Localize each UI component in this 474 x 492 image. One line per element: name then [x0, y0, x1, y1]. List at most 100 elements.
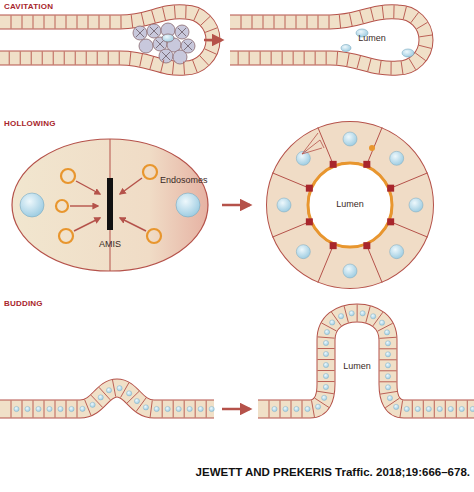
nucleus — [385, 385, 390, 390]
junction — [387, 218, 394, 225]
cell-divider — [291, 401, 292, 418]
cell-divider — [161, 60, 164, 73]
cell-divider — [97, 52, 98, 65]
cell-divider — [33, 401, 34, 418]
cell-divider — [329, 16, 330, 29]
nucleus — [390, 151, 404, 165]
junction — [330, 161, 337, 168]
nucleus — [106, 388, 111, 393]
cell-divider — [409, 58, 416, 69]
cell-divider — [44, 401, 45, 418]
cell-divider — [304, 52, 305, 65]
cell-border — [366, 244, 382, 283]
cell-divider — [445, 401, 446, 418]
nucleus — [349, 311, 354, 316]
cell-divider — [285, 16, 286, 29]
cell-divider — [302, 401, 303, 418]
cell-divider — [380, 348, 397, 349]
nucleus — [394, 404, 399, 409]
cell-divider — [152, 10, 156, 22]
cell-divider — [131, 15, 133, 28]
cell-divider — [110, 16, 111, 29]
nucleus — [98, 395, 103, 400]
cell-divider — [42, 52, 43, 65]
step-arrow — [222, 408, 250, 411]
cell-divider — [66, 401, 67, 418]
cell-divider — [172, 61, 173, 74]
cell-divider — [162, 401, 163, 418]
cell-divider — [282, 52, 283, 65]
amis-bar — [107, 178, 113, 230]
nucleus — [459, 406, 464, 411]
cell-divider — [55, 401, 56, 418]
cell-divider — [423, 401, 424, 418]
nucleus — [69, 406, 74, 411]
nucleus — [294, 406, 299, 411]
cell-divider — [317, 391, 334, 394]
cavitation-tube — [0, 12, 213, 68]
hollow-cyst — [272, 127, 427, 282]
cell-divider — [252, 16, 253, 29]
junction — [330, 242, 337, 249]
cell-divider — [318, 337, 335, 338]
cell-divider — [88, 16, 89, 29]
cell-divider — [318, 348, 335, 349]
cell-divider — [249, 52, 250, 65]
junction — [387, 185, 394, 192]
cell-divider — [11, 16, 12, 29]
cell-divider — [456, 401, 457, 418]
cell-divider — [183, 62, 185, 75]
nucleus — [322, 395, 327, 400]
cell-divider — [336, 52, 338, 65]
cell-divider — [31, 52, 32, 65]
cell-divider — [260, 52, 261, 65]
nucleus — [277, 198, 291, 212]
cell-divider — [318, 370, 335, 371]
cell-divider — [357, 305, 358, 322]
cell-divider — [296, 16, 297, 29]
cell-divider — [205, 49, 217, 54]
nucleus — [387, 396, 392, 401]
cell-divider — [194, 9, 199, 21]
nucleus — [323, 362, 328, 367]
cell-divider — [378, 323, 393, 331]
cell-divider — [85, 400, 91, 416]
junction — [363, 242, 370, 249]
cell-divider — [33, 16, 34, 29]
cell-divider — [312, 400, 315, 417]
cell-divider — [269, 401, 270, 418]
cell-divider — [20, 52, 21, 65]
nucleus — [338, 314, 343, 319]
cell-divider — [315, 52, 316, 65]
cell-divider — [173, 401, 174, 418]
cell-divider — [141, 13, 144, 26]
nucleus — [25, 406, 30, 411]
junction — [306, 218, 313, 225]
endosome-group — [56, 165, 161, 243]
cell-divider — [307, 16, 308, 29]
cell-divider — [206, 401, 207, 418]
nucleus — [47, 406, 52, 411]
nucleus — [154, 406, 159, 411]
nucleus — [58, 406, 63, 411]
cell-divider — [357, 56, 360, 69]
nucleus — [176, 406, 181, 411]
section-heading: HOLLOWING — [4, 120, 56, 129]
nucleus — [379, 320, 384, 325]
cell-divider — [120, 15, 121, 28]
nucleus — [296, 245, 310, 259]
cell-divider — [293, 52, 294, 65]
cell-divider — [411, 12, 419, 22]
endosome-label: Endosomes — [160, 176, 208, 186]
cell-border — [389, 173, 428, 189]
flat-epithelium — [0, 388, 214, 409]
junction — [306, 185, 313, 192]
cell-divider — [318, 381, 335, 382]
cell-divider — [371, 8, 374, 21]
cell-divider — [150, 57, 154, 69]
traffic-arrows — [70, 178, 146, 231]
cell-divider — [412, 401, 413, 418]
cell-divider — [200, 56, 209, 65]
cell-divider — [419, 45, 432, 48]
